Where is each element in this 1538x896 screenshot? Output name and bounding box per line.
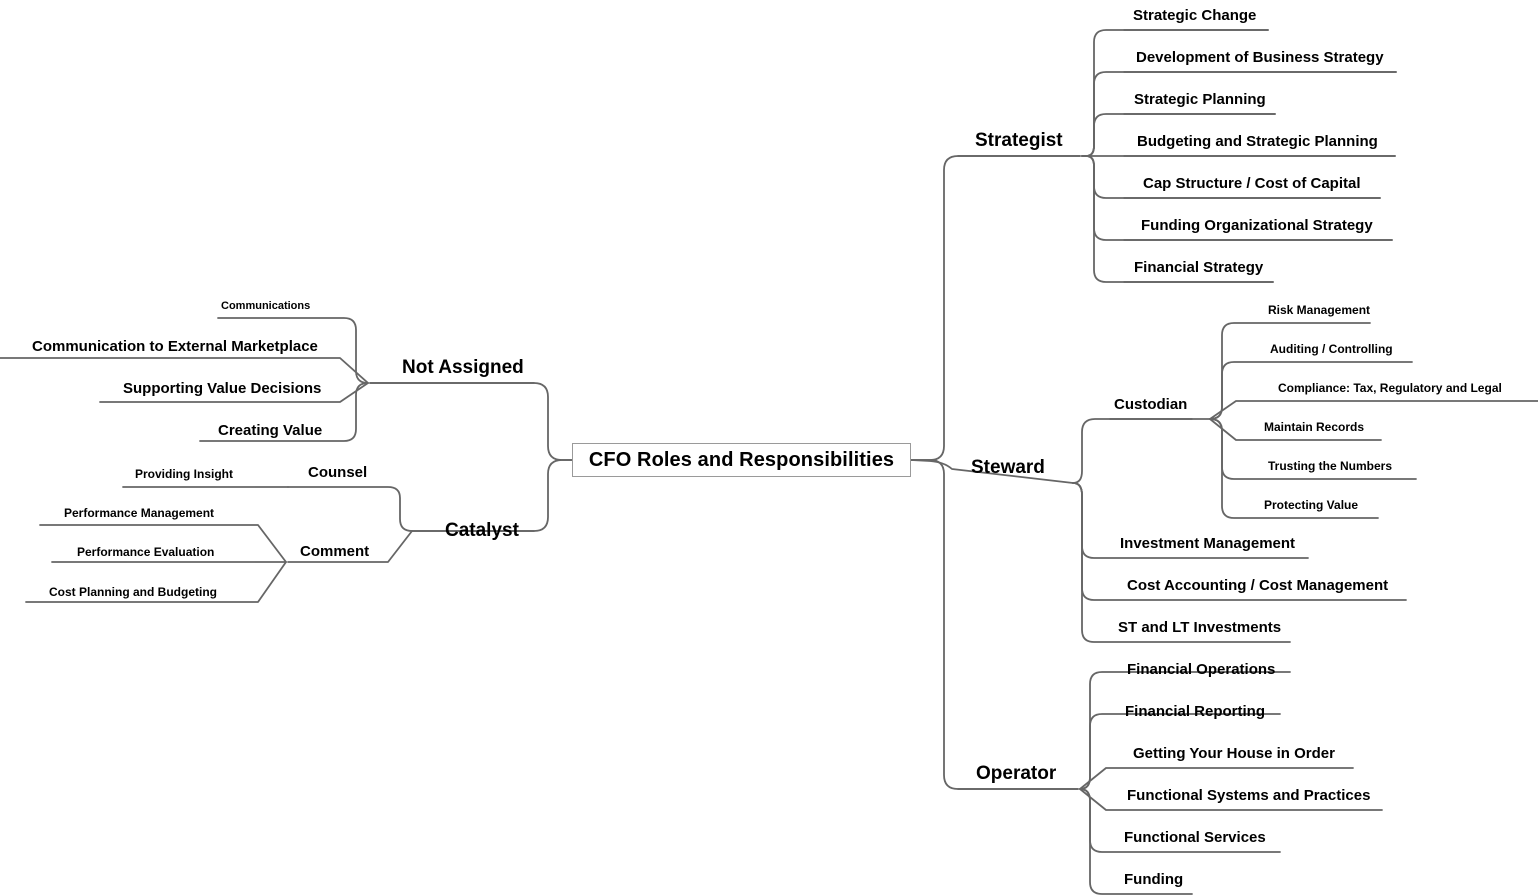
node-functional-systems-and-practices-label: Functional Systems and Practices bbox=[1127, 787, 1371, 804]
node-creating-value[interactable]: Creating Value bbox=[218, 423, 322, 438]
node-st-and-lt-investments-label: ST and LT Investments bbox=[1118, 619, 1282, 636]
node-financial-strategy-label: Financial Strategy bbox=[1134, 259, 1264, 276]
node-cap-structure-cost-of-capital-label: Cap Structure / Cost of Capital bbox=[1143, 175, 1361, 192]
node-compliance-tax-regulatory-legal[interactable]: Compliance: Tax, Regulatory and Legal bbox=[1278, 382, 1502, 394]
node-counsel-label: Counsel bbox=[308, 464, 368, 481]
link-catalyst-counsel bbox=[287, 486, 413, 532]
node-strategic-planning-label: Strategic Planning bbox=[1134, 91, 1266, 108]
node-comment[interactable]: Comment bbox=[300, 544, 369, 559]
node-funding-organizational-strategy-label: Funding Organizational Strategy bbox=[1141, 217, 1373, 234]
node-financial-reporting-label: Financial Reporting bbox=[1125, 703, 1266, 720]
node-risk-management[interactable]: Risk Management bbox=[1268, 304, 1370, 316]
node-performance-management-label: Performance Management bbox=[64, 506, 215, 520]
link-custodian-c2 bbox=[1209, 400, 1538, 420]
node-financial-strategy[interactable]: Financial Strategy bbox=[1134, 260, 1263, 275]
link-operator-c2 bbox=[1079, 767, 1354, 790]
node-functional-services[interactable]: Functional Services bbox=[1124, 830, 1266, 845]
node-operator[interactable]: Operator bbox=[976, 764, 1056, 783]
node-auditing-controlling[interactable]: Auditing / Controlling bbox=[1270, 343, 1393, 355]
node-protecting-value-label: Protecting Value bbox=[1264, 498, 1359, 512]
node-compliance-tax-regulatory-legal-label: Compliance: Tax, Regulatory and Legal bbox=[1278, 381, 1502, 395]
node-financial-reporting[interactable]: Financial Reporting bbox=[1125, 704, 1265, 719]
node-communications-label: Communications bbox=[221, 300, 311, 312]
link-root-operator bbox=[910, 459, 1079, 790]
node-cost-accounting-cost-management-label: Cost Accounting / Cost Management bbox=[1127, 577, 1389, 594]
root-node-label: CFO Roles and Responsibilities bbox=[588, 448, 895, 471]
node-catalyst-label: Catalyst bbox=[445, 520, 519, 541]
node-providing-insight[interactable]: Providing Insight bbox=[135, 468, 233, 480]
node-getting-your-house-in-order[interactable]: Getting Your House in Order bbox=[1133, 746, 1335, 761]
node-operator-label: Operator bbox=[976, 763, 1057, 784]
link-operator-c0 bbox=[1079, 671, 1291, 790]
node-counsel[interactable]: Counsel bbox=[308, 465, 367, 480]
link-custodian-c0 bbox=[1209, 322, 1371, 420]
node-trusting-the-numbers-label: Trusting the Numbers bbox=[1268, 459, 1393, 473]
node-cost-planning-and-budgeting-label: Cost Planning and Budgeting bbox=[49, 585, 217, 599]
node-performance-management[interactable]: Performance Management bbox=[64, 507, 214, 519]
node-not-assigned-label: Not Assigned bbox=[402, 357, 524, 378]
node-funding-organizational-strategy[interactable]: Funding Organizational Strategy bbox=[1141, 218, 1373, 233]
node-risk-management-label: Risk Management bbox=[1268, 303, 1371, 317]
node-comment-label: Comment bbox=[300, 543, 370, 560]
node-getting-your-house-in-order-label: Getting Your House in Order bbox=[1133, 745, 1335, 762]
node-creating-value-label: Creating Value bbox=[218, 422, 323, 439]
node-investment-management[interactable]: Investment Management bbox=[1120, 536, 1295, 551]
node-functional-services-label: Functional Services bbox=[1124, 829, 1266, 846]
node-cap-structure-cost-of-capital[interactable]: Cap Structure / Cost of Capital bbox=[1143, 176, 1361, 191]
node-communication-to-external-marketplace[interactable]: Communication to External Marketplace bbox=[32, 339, 318, 354]
node-st-and-lt-investments[interactable]: ST and LT Investments bbox=[1118, 620, 1281, 635]
node-communications[interactable]: Communications bbox=[221, 301, 310, 312]
node-custodian-label: Custodian bbox=[1114, 396, 1188, 413]
node-supporting-value-decisions[interactable]: Supporting Value Decisions bbox=[123, 381, 321, 396]
node-maintain-records-label: Maintain Records bbox=[1264, 420, 1365, 434]
root-node[interactable]: CFO Roles and Responsibilities bbox=[572, 443, 911, 477]
node-steward[interactable]: Steward bbox=[971, 458, 1045, 477]
link-steward-custodian bbox=[1072, 418, 1193, 484]
node-auditing-controlling-label: Auditing / Controlling bbox=[1270, 342, 1393, 356]
node-strategist[interactable]: Strategist bbox=[975, 131, 1063, 150]
node-funding[interactable]: Funding bbox=[1124, 872, 1183, 887]
node-development-of-business-strategy[interactable]: Development of Business Strategy bbox=[1136, 50, 1384, 65]
node-performance-evaluation-label: Performance Evaluation bbox=[77, 545, 215, 559]
node-performance-evaluation[interactable]: Performance Evaluation bbox=[77, 546, 214, 558]
node-funding-label: Funding bbox=[1124, 871, 1184, 888]
node-catalyst[interactable]: Catalyst bbox=[445, 521, 519, 540]
link-root-notassigned bbox=[369, 382, 573, 461]
node-supporting-value-decisions-label: Supporting Value Decisions bbox=[123, 380, 322, 397]
link-root-strategist bbox=[910, 155, 1081, 461]
node-cost-planning-and-budgeting[interactable]: Cost Planning and Budgeting bbox=[49, 586, 217, 598]
node-maintain-records[interactable]: Maintain Records bbox=[1264, 421, 1364, 433]
node-investment-management-label: Investment Management bbox=[1120, 535, 1296, 552]
node-functional-systems-and-practices[interactable]: Functional Systems and Practices bbox=[1127, 788, 1370, 803]
node-strategic-planning[interactable]: Strategic Planning bbox=[1134, 92, 1266, 107]
node-providing-insight-label: Providing Insight bbox=[135, 467, 233, 481]
node-development-of-business-strategy-label: Development of Business Strategy bbox=[1136, 49, 1384, 66]
node-budgeting-and-strategic-planning[interactable]: Budgeting and Strategic Planning bbox=[1137, 134, 1378, 149]
node-budgeting-and-strategic-planning-label: Budgeting and Strategic Planning bbox=[1137, 133, 1378, 150]
node-communication-to-external-marketplace-label: Communication to External Marketplace bbox=[32, 338, 318, 355]
node-cost-accounting-cost-management[interactable]: Cost Accounting / Cost Management bbox=[1127, 578, 1388, 593]
node-not-assigned[interactable]: Not Assigned bbox=[402, 358, 524, 377]
node-steward-label: Steward bbox=[971, 457, 1045, 478]
node-trusting-the-numbers[interactable]: Trusting the Numbers bbox=[1268, 460, 1392, 472]
node-protecting-value[interactable]: Protecting Value bbox=[1264, 499, 1358, 511]
node-financial-operations-label: Financial Operations bbox=[1127, 661, 1276, 678]
node-strategist-label: Strategist bbox=[975, 130, 1063, 151]
node-custodian[interactable]: Custodian bbox=[1114, 397, 1187, 412]
node-strategic-change-label: Strategic Change bbox=[1133, 7, 1257, 24]
node-strategic-change[interactable]: Strategic Change bbox=[1133, 8, 1256, 23]
node-financial-operations[interactable]: Financial Operations bbox=[1127, 662, 1275, 677]
